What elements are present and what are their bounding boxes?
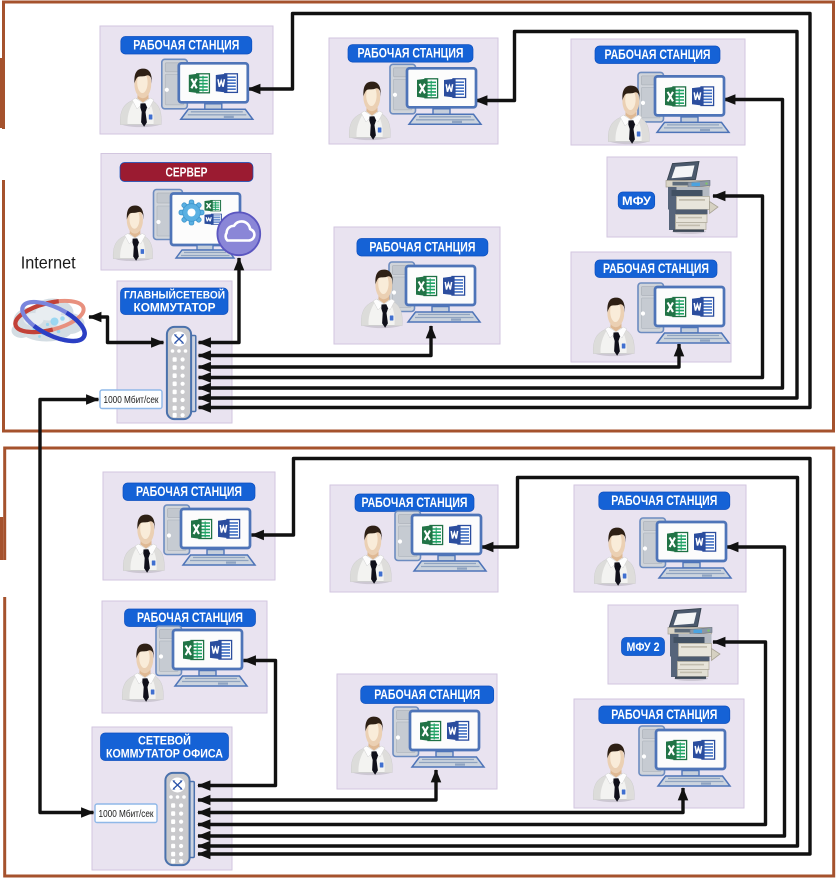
svg-text:СЕТЕВОЙ: СЕТЕВОЙ	[138, 734, 191, 747]
svg-text:МФУ 2: МФУ 2	[627, 642, 660, 654]
svg-text:СЕРВЕР: СЕРВЕР	[166, 165, 208, 179]
svg-text:КОММУТАТОР: КОММУТАТОР	[134, 302, 216, 314]
svg-text:РАБОЧАЯ СТАНЦИЯ: РАБОЧАЯ СТАНЦИЯ	[369, 240, 475, 255]
svg-text:РАБОЧАЯ СТАНЦИЯ: РАБОЧАЯ СТАНЦИЯ	[136, 484, 242, 499]
svg-text:Internet: Internet	[21, 253, 76, 273]
svg-text:КОММУТАТОР ОФИСА: КОММУТАТОР ОФИСА	[106, 748, 223, 760]
svg-text:РАБОЧАЯ СТАНЦИЯ: РАБОЧАЯ СТАНЦИЯ	[374, 687, 480, 702]
svg-text:1000 Мбит/сек: 1000 Мбит/сек	[104, 394, 160, 406]
svg-text:1000 Мбит/сек: 1000 Мбит/сек	[99, 808, 155, 820]
svg-text:ГЛАВНЫЙСЕТЕВОЙ: ГЛАВНЫЙСЕТЕВОЙ	[124, 288, 225, 301]
svg-text:РАБОЧАЯ СТАНЦИЯ: РАБОЧАЯ СТАНЦИЯ	[603, 261, 709, 276]
svg-text:РАБОЧАЯ СТАНЦИЯ: РАБОЧАЯ СТАНЦИЯ	[358, 46, 464, 61]
svg-text:РАБОЧАЯ СТАНЦИЯ: РАБОЧАЯ СТАНЦИЯ	[362, 495, 468, 510]
svg-text:РАБОЧАЯ СТАНЦИЯ: РАБОЧАЯ СТАНЦИЯ	[133, 38, 239, 53]
svg-text:РАБОЧАЯ СТАНЦИЯ: РАБОЧАЯ СТАНЦИЯ	[137, 610, 243, 625]
svg-text:МФУ: МФУ	[622, 196, 652, 208]
svg-text:РАБОЧАЯ СТАНЦИЯ: РАБОЧАЯ СТАНЦИЯ	[611, 707, 717, 722]
svg-text:РАБОЧАЯ СТАНЦИЯ: РАБОЧАЯ СТАНЦИЯ	[605, 47, 711, 62]
svg-text:РАБОЧАЯ СТАНЦИЯ: РАБОЧАЯ СТАНЦИЯ	[611, 493, 717, 508]
